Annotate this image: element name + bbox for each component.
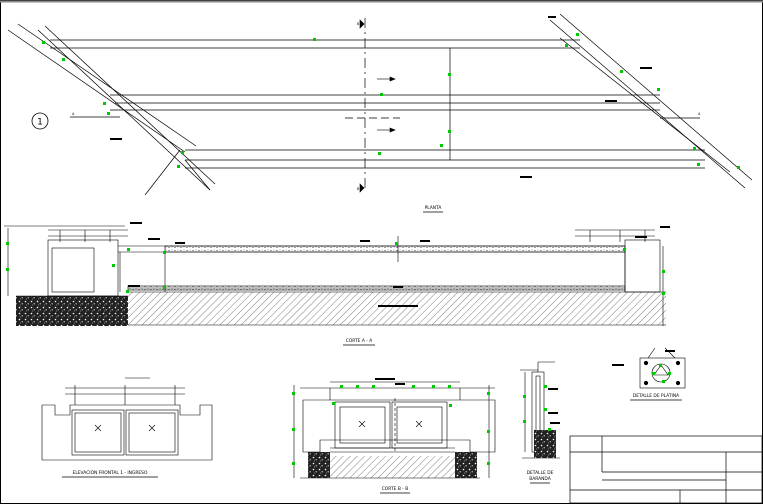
- plan-section-mark-b-bottom: B: [357, 187, 360, 191]
- plan-arrows: [359, 19, 396, 193]
- section-aa-markers: [6, 242, 665, 295]
- detail-callout: [31, 112, 49, 130]
- plan-section-mark-a-left: A: [72, 112, 75, 116]
- railing-detail-tags: [548, 388, 560, 424]
- plate-detail-tags: [612, 350, 675, 366]
- section-bb: [293, 381, 496, 479]
- plan-markers: [42, 33, 740, 169]
- plan-title: PLANTA: [425, 205, 442, 211]
- section-aa-tags: [128, 222, 670, 307]
- detail-number: 1: [37, 118, 43, 128]
- front-elevation-title: ELEVACION FRONTAL 1 - INGRESO: [73, 470, 148, 476]
- section-bb-markers: [292, 385, 490, 465]
- railing-detail: [520, 361, 560, 459]
- section-aa: [4, 225, 666, 326]
- plan-section-mark-b-top: B: [357, 22, 360, 26]
- section-aa-title: CORTE A - A: [346, 338, 373, 344]
- section-bb-title: CORTE B - B: [382, 486, 409, 492]
- plan-view: [7, 13, 753, 196]
- section-bb-tags: [375, 378, 405, 385]
- plan-tags: [110, 16, 652, 178]
- railing-detail-title-line2: BARANDA: [529, 476, 550, 482]
- plate-detail-markers: [652, 364, 671, 383]
- railing-detail-title-line1: DETALLE DE: [527, 470, 554, 476]
- plate-detail-title: DETALLE DE PLATINA: [633, 393, 679, 399]
- railing-detail-markers: [523, 385, 551, 431]
- title-block: [569, 435, 763, 504]
- front-elevation: [41, 377, 213, 461]
- plan-section-mark-a-right: A: [698, 112, 701, 116]
